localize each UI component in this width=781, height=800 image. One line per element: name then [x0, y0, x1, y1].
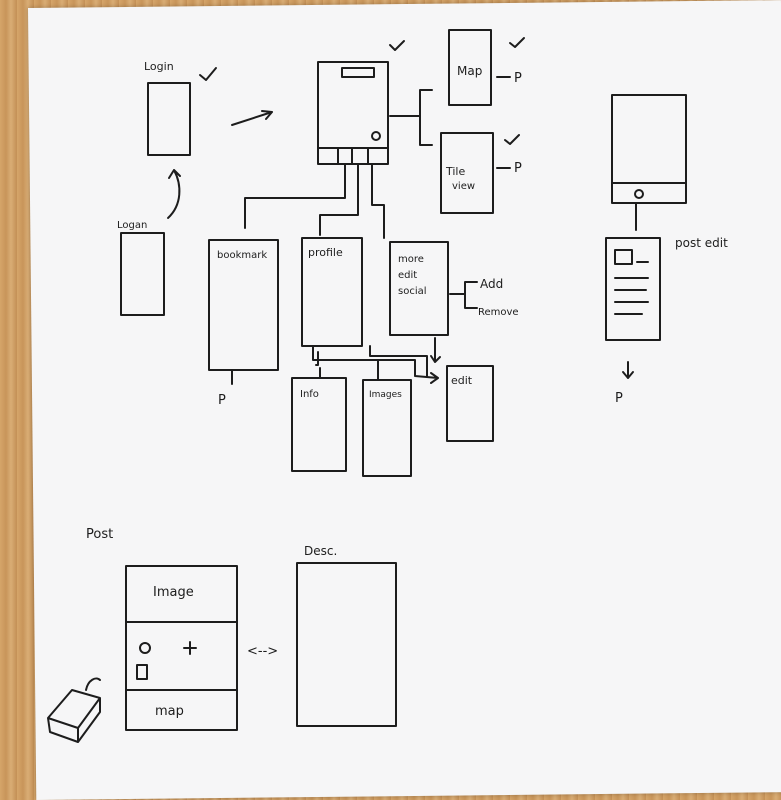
post-edit-screen-box	[605, 237, 661, 341]
image-label: Image	[153, 585, 194, 600]
p-label-tile: P	[514, 161, 522, 176]
add-remove-connector	[449, 281, 478, 309]
main-tab-bar	[317, 147, 389, 165]
comment-icon	[139, 642, 151, 654]
login-label: Login	[144, 60, 174, 73]
bookmark-ribbon-icon	[85, 677, 101, 691]
like-icon	[136, 664, 148, 680]
social-label: social	[398, 286, 427, 297]
post-title: Post	[86, 527, 113, 542]
post-screen-box	[611, 94, 687, 204]
post-detail-dividers	[125, 621, 238, 691]
curved-arrow-icon	[167, 169, 181, 219]
arrow-down-icon	[622, 361, 634, 379]
description-screen	[296, 562, 397, 727]
connector-edit	[312, 345, 439, 384]
profile-screen-box	[301, 237, 363, 347]
connector-more-edit	[430, 337, 441, 363]
edit-label: edit	[451, 374, 473, 387]
post-edit-image-box	[614, 249, 633, 265]
bookmark-screen-box	[208, 239, 279, 371]
login-label-2: Logan	[117, 220, 147, 231]
login-screen-box	[147, 82, 191, 156]
post-edit-text-lines	[614, 261, 649, 315]
connector-profile-children	[315, 351, 379, 381]
profile-label: profile	[308, 246, 343, 259]
checkmark-icon	[509, 37, 525, 48]
add-label: Add	[480, 277, 503, 291]
login-screen-box-2	[120, 232, 165, 316]
tile-label: Tile	[445, 165, 465, 178]
book-icon	[47, 689, 101, 743]
map-label: Map	[457, 64, 482, 78]
desc-label: Desc.	[304, 544, 337, 558]
post-detail-screen	[125, 565, 238, 731]
checkmark-icon	[504, 134, 520, 145]
checkmark-icon	[199, 67, 217, 81]
map-label-bottom: map	[155, 704, 184, 719]
p-label-bookmark: P	[218, 393, 226, 408]
edit-screen-box	[446, 365, 494, 442]
more-screen-box	[389, 241, 449, 336]
main-search-bar	[341, 67, 375, 78]
info-label: Info	[300, 389, 319, 400]
branch-connector	[389, 89, 433, 146]
main-button-icon	[371, 131, 381, 141]
p-label-map: P	[514, 71, 522, 86]
checkmark-icon	[389, 40, 405, 51]
bookmark-label: bookmark	[217, 250, 267, 261]
map-screen-box	[448, 29, 492, 106]
connector-profile	[319, 164, 359, 236]
post-edit-label: post edit	[675, 236, 728, 250]
arrow-right-icon	[231, 110, 273, 126]
connector-bookmark	[244, 164, 346, 229]
remove-label: Remove	[478, 307, 519, 318]
more-label: more	[398, 254, 424, 265]
connector-more	[371, 164, 385, 239]
p-label-post: P	[615, 391, 623, 406]
post-button-icon	[634, 189, 644, 199]
tile-view-screen-box	[440, 132, 494, 214]
swap-arrow: <-->	[247, 644, 278, 659]
images-screen-box	[362, 379, 412, 477]
edit-label-small: edit	[398, 270, 417, 281]
view-label: view	[452, 181, 475, 192]
info-screen-box	[291, 377, 347, 472]
add-icon	[183, 641, 197, 655]
images-label: Images	[369, 390, 402, 400]
